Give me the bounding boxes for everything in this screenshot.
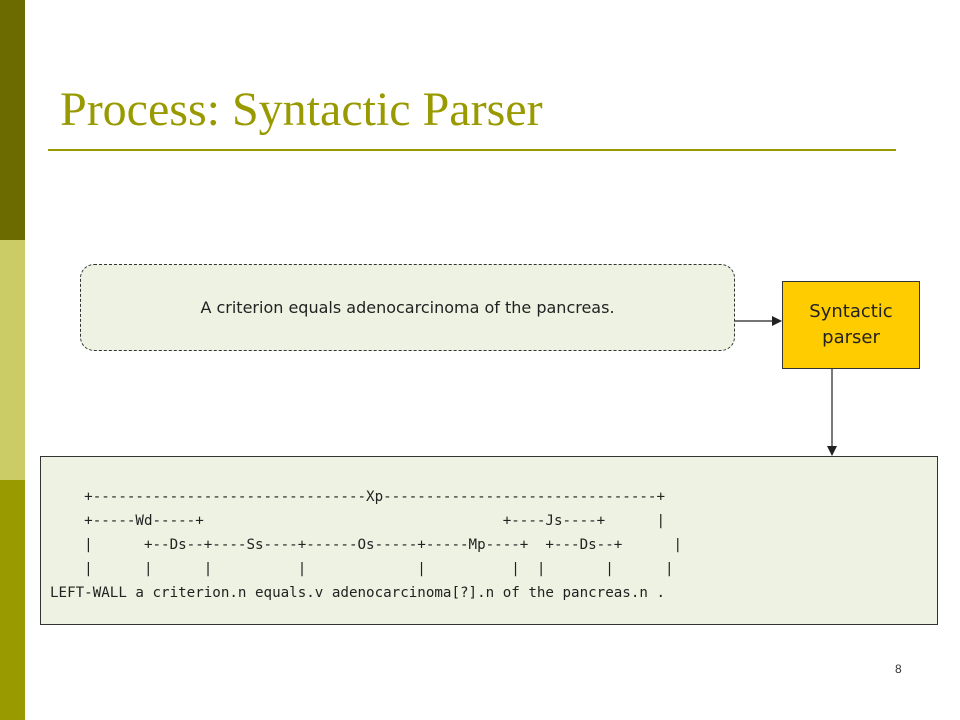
sidebar-stripe-middle — [0, 240, 25, 480]
input-sentence-box: A criterion equals adenocarcinoma of the… — [80, 264, 735, 351]
input-sentence-text: A criterion equals adenocarcinoma of the… — [200, 298, 615, 317]
parse-line: | | | | | | | | | — [50, 561, 674, 577]
syntactic-parser-box: Syntactic parser — [782, 281, 920, 369]
syntactic-parser-label: Syntactic parser — [809, 301, 893, 348]
parse-output-lines: +--------------------------------Xp-----… — [50, 485, 682, 605]
parse-line: LEFT-WALL a criterion.n equals.v adenoca… — [50, 585, 665, 601]
page-number: 8 — [895, 662, 902, 676]
parse-output-box: +--------------------------------Xp-----… — [40, 456, 938, 625]
parse-line: +--------------------------------Xp-----… — [50, 489, 665, 505]
title-underline — [48, 149, 896, 151]
sidebar-stripe-bottom — [0, 480, 25, 720]
sidebar-stripe-top — [0, 0, 25, 240]
slide-title: Process: Syntactic Parser — [60, 83, 543, 136]
parse-line: +-----Wd-----+ +----Js----+ | — [50, 513, 665, 529]
parse-line: | +--Ds--+----Ss----+------Os-----+-----… — [50, 537, 683, 553]
